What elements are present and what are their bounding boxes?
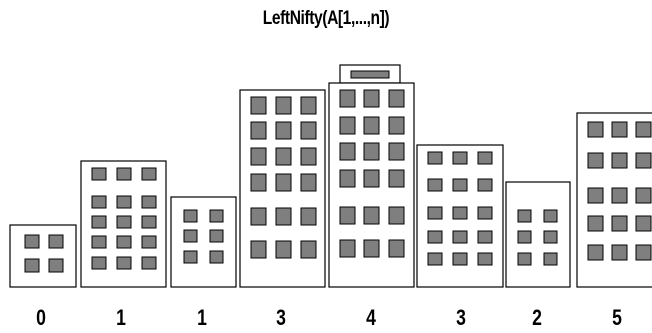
building-8-count: 5 [612, 305, 622, 330]
building-2-windows [91, 167, 157, 270]
building-1-windows [24, 234, 64, 273]
building-3-count: 1 [197, 305, 207, 330]
building-7-count: 2 [532, 305, 542, 330]
building-8-windows [587, 121, 652, 261]
building-5 [328, 64, 415, 288]
building-6-windows [427, 151, 493, 266]
building-5-windows [339, 89, 405, 258]
building-2-count: 1 [116, 305, 126, 330]
diagram-title: LeftNifty(A[1,...,n]) [262, 8, 390, 29]
building-2 [80, 160, 167, 288]
building-4 [239, 89, 326, 288]
building-5-count: 4 [366, 305, 376, 330]
building-3 [170, 196, 237, 288]
building-1-count: 0 [36, 305, 46, 330]
roof-sign-panel [350, 70, 390, 79]
building-7 [505, 181, 571, 288]
building-8 [576, 112, 652, 288]
building-7-windows [517, 209, 558, 266]
building-4-count: 3 [276, 305, 286, 330]
building-6 [416, 144, 504, 288]
building-6-count: 3 [456, 305, 466, 330]
building-4-windows [250, 96, 317, 259]
building-3-windows [183, 209, 224, 264]
skyline-diagram [9, 64, 652, 288]
building-1 [9, 224, 77, 288]
